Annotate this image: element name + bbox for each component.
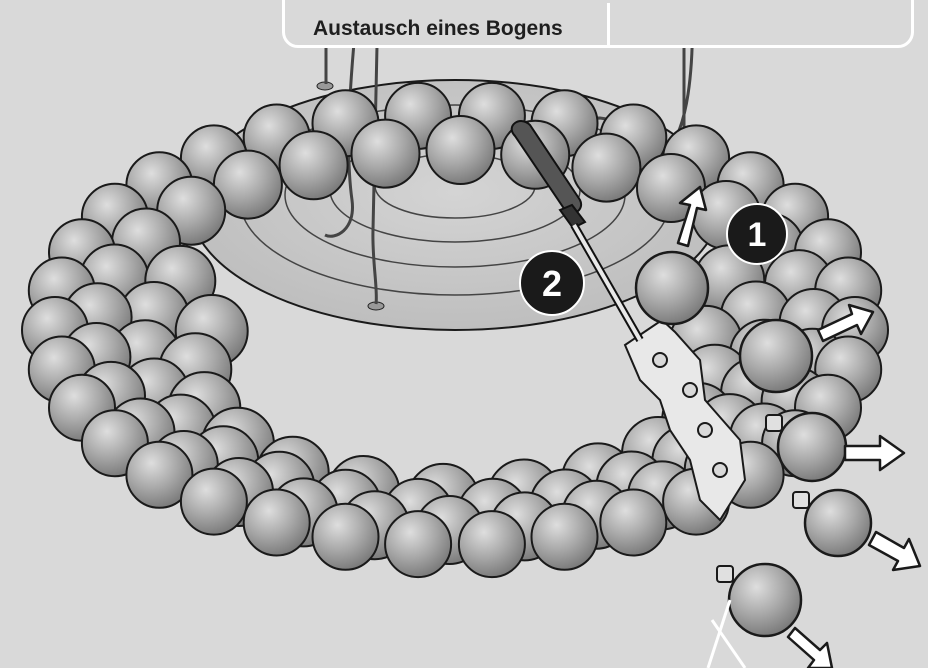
ball-nut: [766, 415, 782, 431]
ball: [427, 116, 495, 184]
step-badge-1: 1: [727, 204, 787, 264]
arrow-right-icon: [788, 628, 832, 668]
ball: [244, 490, 310, 556]
ball: [385, 511, 451, 577]
removed-ball: [778, 413, 846, 481]
ball: [532, 504, 598, 570]
removed-ball: [729, 564, 801, 636]
page-title: Austausch eines Bogens: [313, 17, 563, 41]
removed-ball: [805, 490, 871, 556]
title-panel: Austausch eines Bogens: [282, 0, 914, 48]
ball: [313, 504, 379, 570]
ball: [280, 131, 348, 199]
ball-nut: [717, 566, 733, 582]
removed-ball: [740, 320, 812, 392]
ball: [352, 120, 420, 188]
ball-nut: [793, 492, 809, 508]
step-badge-2: 2: [520, 251, 584, 315]
ball: [600, 490, 666, 556]
removed-ball: [636, 252, 708, 324]
step-number-1: 1: [748, 216, 767, 254]
step-number-2: 2: [542, 263, 562, 304]
ball: [572, 134, 640, 202]
title-divider: [607, 3, 610, 48]
arrow-right-icon: [869, 532, 920, 570]
arrow-right-icon: [845, 436, 904, 470]
ball: [181, 469, 247, 535]
ball: [459, 511, 525, 577]
